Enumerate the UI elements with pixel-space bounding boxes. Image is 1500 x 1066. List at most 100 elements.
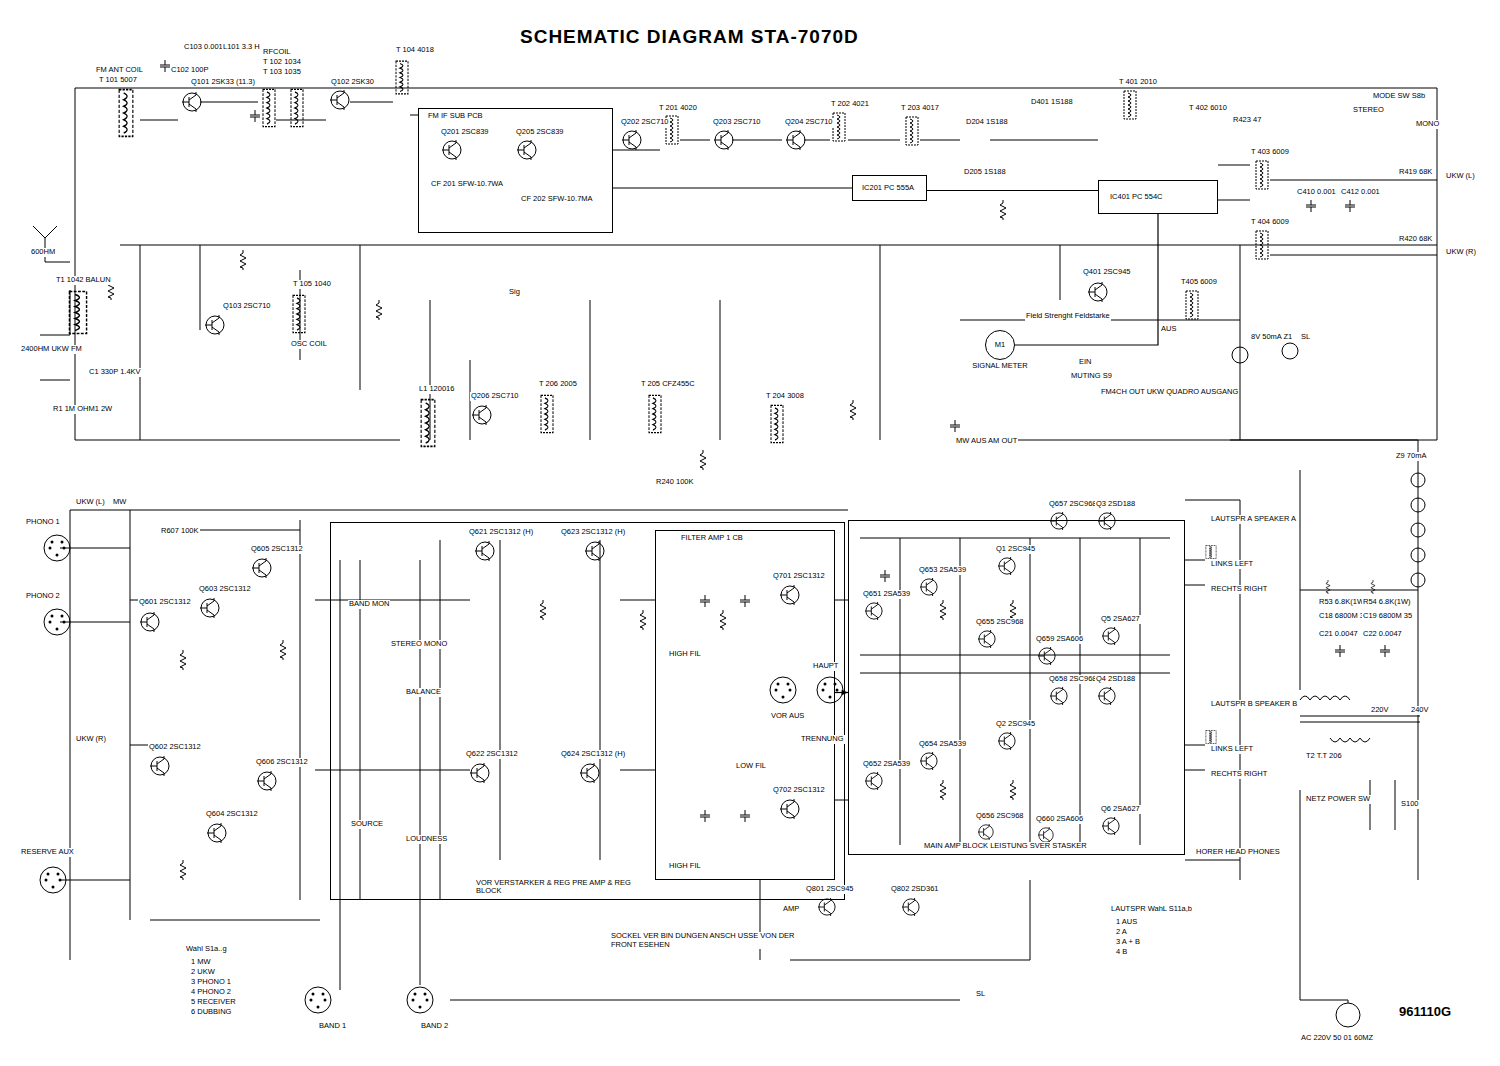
component-label: Q651 2SA539 [862,590,911,599]
component-label: Q5 2SA627 [1100,615,1141,624]
component-label: Q4 2SD188 [1095,675,1136,684]
component-label: AMP [782,905,800,914]
component-label: C412 0.001 [1340,188,1381,197]
component-label: R423 47 [1232,116,1262,125]
component-label: T 401 2010 [1118,78,1158,87]
component-label: R53 6.8K(1W) [1318,598,1368,607]
component-label: STEREO [1352,106,1385,115]
component-label: S100 [1400,800,1420,809]
component-label: Z9 70mA [1395,452,1427,461]
component-label: Q601 2SC1312 [138,598,192,607]
component-label: Q401 2SC945 [1082,268,1132,277]
component-label: T 203 4017 [900,104,940,113]
component-label: 1 MW [190,958,212,967]
component-label: 2 A [1115,928,1128,937]
component-label: Q101 2SK33 [190,78,235,87]
component-label: 240V [1410,706,1430,715]
diagram-title: SCHEMATIC DIAGRAM STA-7070D [520,26,859,48]
node-label: IC201 PC 555A [861,184,915,193]
component-label: T 103 1035 [262,68,302,77]
node-label: M1 [994,341,1006,350]
component-label: T2 T.T 206 [1305,752,1343,761]
connector [613,188,852,189]
node-label: FM IF SUB PCB [427,112,484,121]
component-label: Q660 2SA606 [1035,815,1084,824]
component-label: LOW FIL [735,762,767,771]
component-label: FM4CH OUT UKW QUADRO AUSGANG [1100,388,1239,397]
component-label: 5 RECEIVER [190,998,237,1007]
ic-box: IC201 PC 555A [852,175,927,201]
component-label: 1 AUS [1115,918,1138,927]
component-label: Wahl S1a..g [185,945,228,954]
component-label: T 101 5007 [98,76,138,85]
component-label: 2400HM UKW FM [20,345,83,354]
component-label: Q604 2SC1312 [205,810,259,819]
component-label: T 205 CFZ455C [640,380,696,389]
component-label: Q201 2SC839 [440,128,490,137]
component-label: HIGH FIL [668,862,702,871]
signal-meter: M1SIGNAL METER [985,330,1015,360]
component-label: Q605 2SC1312 [250,545,304,554]
component-label: Q622 2SC1312 [465,750,519,759]
component-label: HAUPT [812,662,839,671]
component-label: 4 B [1115,948,1128,957]
component-label: R240 100K [655,478,695,487]
component-label: EIN [1078,358,1093,367]
component-label: HORER HEAD PHONES [1195,848,1281,857]
component-label: FM ANT COIL [95,66,144,75]
component-label: BALANCE [405,688,442,697]
component-label: BAND 1 [318,1022,347,1031]
connector-line [927,190,1098,191]
component-label: BAND 2 [420,1022,449,1031]
component-label: Q206 2SC710 [470,392,520,401]
node-label: VOR VERSTARKER & REG PRE AMP & REG BLOCK [475,879,657,896]
component-label: Q621 2SC1312 (H) [468,528,534,537]
connector-line [613,187,852,188]
component-label: 2 UKW [190,968,216,977]
component-label: Q603 2SC1312 [198,585,252,594]
connector-line [1015,214,1158,345]
component-label: Q658 2SC968 [1048,675,1098,684]
component-label: Field Strenght Feldstarke [1025,312,1111,321]
node-caption: SIGNAL METER [971,362,1029,371]
connector [835,690,848,695]
component-label: T 104 4018 [395,46,435,55]
block-frame: FILTER AMP 1 CB [655,530,835,880]
component-label: 961110G [1398,1005,1452,1020]
component-label: L101 3.3 H [222,43,261,52]
component-label: 600HM [30,248,56,257]
component-label: T405 6009 [1180,278,1218,287]
pcb-box: FM IF SUB PCB [418,108,613,233]
component-label: OSC COIL [290,340,328,349]
component-label: 3 A + B [1115,938,1141,947]
component-label: MW AUS AM OUT [955,437,1018,446]
component-label: LAUTSPR B SPEAKER B [1210,700,1298,709]
component-label: T 204 3008 [765,392,805,401]
component-label: T 105 1040 [292,280,332,289]
component-label: D401 1S188 [1030,98,1074,107]
component-label: Q602 2SC1312 [148,743,202,752]
component-label: L1 120016 [418,385,455,394]
component-label: SOCKEL VER BIN DUNGEN ANSCH USSE VON DER… [610,932,802,949]
component-label: AC 220V 50 01 60MZ [1300,1034,1374,1043]
component-label: Q652 2SA539 [862,760,911,769]
component-label: R54 6.8K(1W) [1362,598,1412,607]
component-label: TRENNUNG [800,735,845,744]
component-label: LOUDNESS [405,835,448,844]
component-label: T 206 2005 [538,380,578,389]
component-label: Q701 2SC1312 [772,572,826,581]
component-label: PHONO 2 [25,592,61,601]
component-label: Q1 2SC945 [995,545,1036,554]
component-label: RESERVE AUX [20,848,75,857]
component-label: 6 DUBBING [190,1008,232,1017]
component-label: Q6 2SA627 [1100,805,1141,814]
component-label: Q656 2SC968 [975,812,1025,821]
component-label: D204 1S188 [965,118,1009,127]
ic-box: IC401 PC 554C [1098,180,1218,214]
component-label: Q202 2SC710 [620,118,670,127]
component-label: UKW (R) [1445,248,1477,257]
component-label: T 404 6009 [1250,218,1290,227]
component-label: C19 6800M 35 [1362,612,1413,621]
component-label: C1 330P 1.4KV [88,368,142,377]
